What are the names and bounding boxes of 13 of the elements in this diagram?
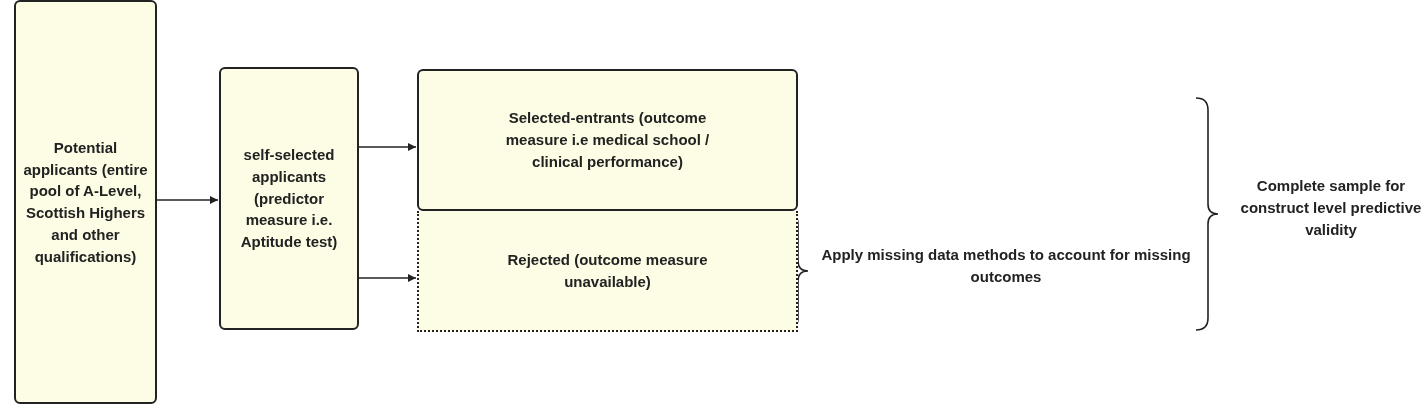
box-text: self-selected applicants (predictor measure i.e. Aptitude test) [239, 145, 339, 253]
annotation-text: Complete sample for construct level predictive validity [1239, 176, 1423, 240]
process-box [14, 0, 157, 404]
process-box [417, 69, 798, 211]
arrow [156, 196, 219, 204]
box-text: Selected-entrants (outcome measure i.e medical school / clinical performance) [504, 108, 711, 172]
arrow [358, 143, 417, 151]
process-box [219, 67, 359, 330]
box-text: Potential applicants (entire pool of A-Level, Scottish Highers and other qualifications) [22, 137, 149, 267]
arrow [358, 274, 417, 282]
box-text: Rejected (outcome measure unavailable) [506, 249, 709, 292]
process-box [417, 211, 798, 332]
annotation-text: Apply missing data methods to account for missing outcomes [820, 245, 1192, 287]
